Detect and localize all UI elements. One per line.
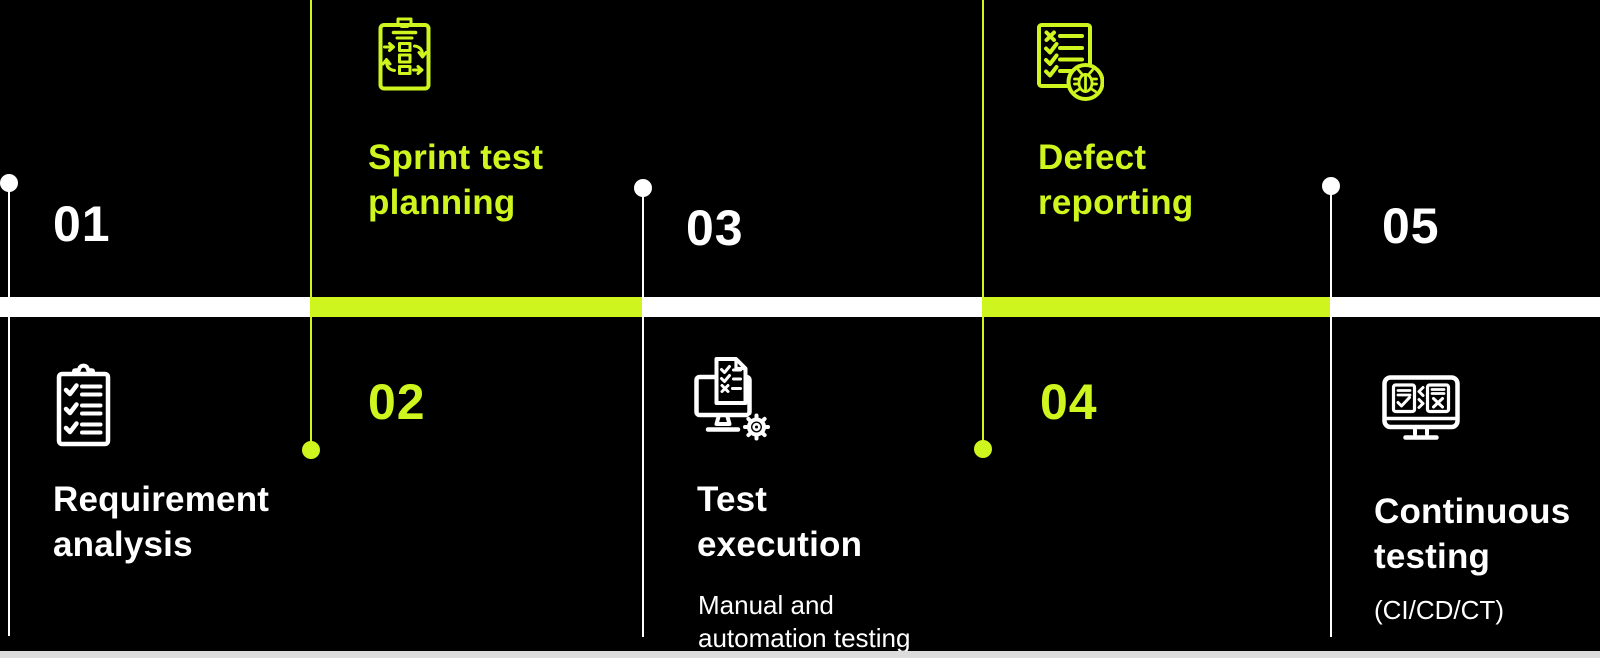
clipboard-checklist-icon <box>55 363 112 447</box>
timeline-vline-step3 <box>642 188 644 637</box>
timeline-dot-step1 <box>0 174 18 192</box>
timeline-vline-step1 <box>8 183 10 636</box>
step-title-continuous-testing: Continuous testing <box>1374 489 1570 579</box>
title-line: reporting <box>1038 183 1194 222</box>
step-number-05: 05 <box>1382 198 1440 254</box>
timeline-bar-segment-2 <box>311 297 643 317</box>
step-number-03: 03 <box>686 200 744 256</box>
timeline-bar-segment-1 <box>0 297 311 317</box>
subtitle-line: automation testing <box>698 623 911 653</box>
step-subtitle-manual-automation: Manual and automation testing <box>698 589 910 655</box>
timeline-dot-step2 <box>302 441 320 459</box>
timeline-dot-step4 <box>974 440 992 458</box>
monitor-dual-checks-icon <box>1382 375 1460 443</box>
timeline-dot-step3 <box>634 179 652 197</box>
step-number-02: 02 <box>368 374 426 430</box>
timeline-bar-segment-5 <box>1331 297 1600 317</box>
clipboard-workflow-icon <box>377 17 432 91</box>
title-line: Requirement <box>53 480 270 519</box>
timeline-vline-step5 <box>1330 186 1332 637</box>
title-line: execution <box>697 525 863 564</box>
step-title-requirement-analysis: Requirement analysis <box>53 477 269 567</box>
title-line: Continuous <box>1374 492 1571 531</box>
step-number-01: 01 <box>53 196 111 252</box>
title-line: analysis <box>53 525 193 564</box>
timeline-bar-segment-3 <box>643 297 983 317</box>
step-subtitle-cicdct: (CI/CD/CT) <box>1374 595 1504 625</box>
timeline-vline-step2 <box>310 0 312 450</box>
title-line: planning <box>368 183 516 222</box>
title-line: Defect <box>1038 138 1147 177</box>
step-number-04: 04 <box>1040 374 1098 430</box>
bottom-edge-strip <box>0 651 1600 658</box>
step-title-sprint-test-planning: Sprint test planning <box>368 135 543 225</box>
timeline-vline-step4 <box>982 0 984 449</box>
defect-report-bug-icon <box>1037 23 1104 102</box>
title-line: Test <box>697 480 768 519</box>
subtitle-line: Manual and <box>698 590 834 620</box>
step-title-defect-reporting: Defect reporting <box>1038 135 1193 225</box>
title-line: testing <box>1374 537 1491 576</box>
monitor-test-gear-icon <box>694 356 770 442</box>
timeline-bar-segment-4 <box>983 297 1331 317</box>
title-line: Sprint test <box>368 138 544 177</box>
timeline-dot-step5 <box>1322 177 1340 195</box>
step-title-test-execution: Test execution <box>697 477 862 567</box>
